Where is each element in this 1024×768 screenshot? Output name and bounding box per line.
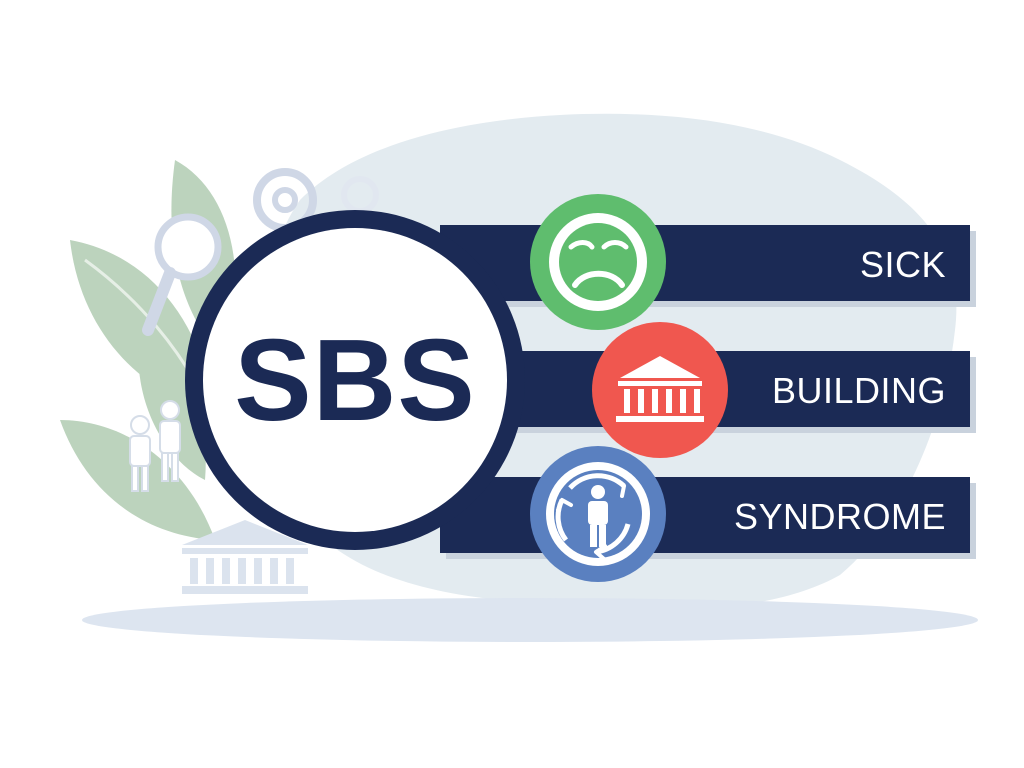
acronym-text: SBS bbox=[234, 315, 476, 445]
word-building: BUILDING bbox=[772, 370, 946, 411]
bar-syndrome bbox=[440, 477, 970, 553]
building-icon bbox=[592, 322, 728, 458]
ground-shadow bbox=[82, 598, 978, 642]
magnifier-icon bbox=[142, 213, 222, 336]
person-cycle-icon bbox=[530, 446, 666, 582]
sad-face-icon bbox=[530, 194, 666, 330]
bar-sick bbox=[440, 225, 970, 301]
people-icon bbox=[129, 400, 181, 492]
word-sick: SICK bbox=[860, 244, 946, 285]
building-decoration bbox=[182, 520, 308, 594]
word-syndrome: SYNDROME bbox=[734, 496, 946, 537]
